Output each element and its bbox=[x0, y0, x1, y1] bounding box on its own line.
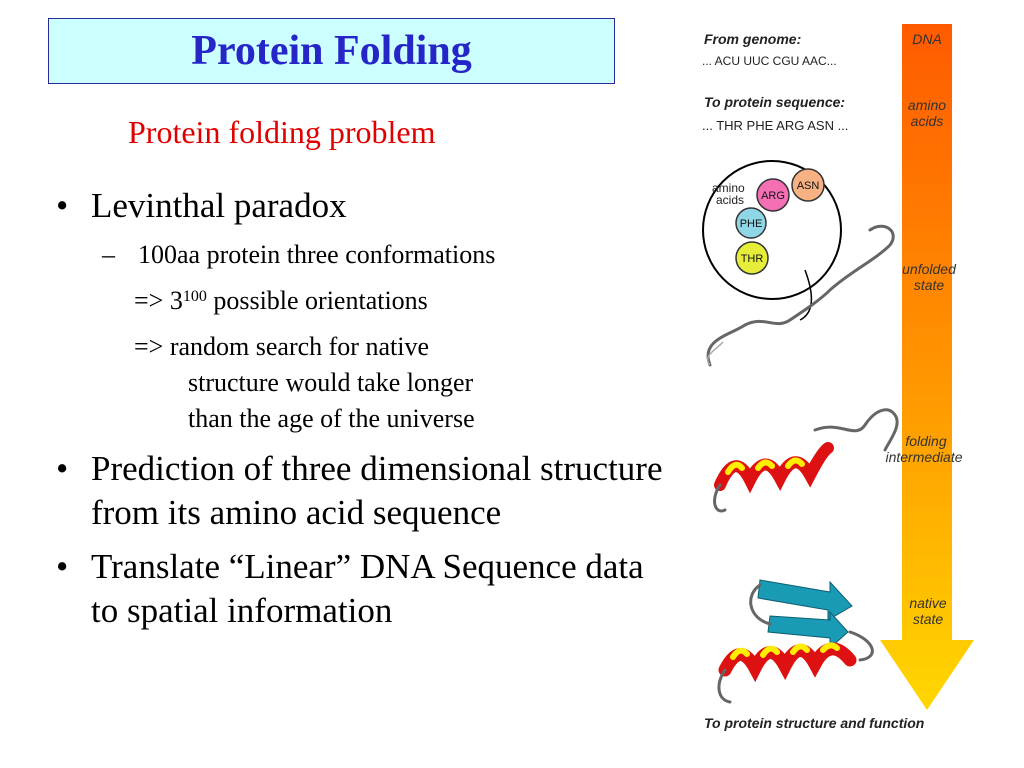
bullet-dot: • bbox=[56, 449, 69, 488]
bullet-translate: • Translate “Linear” DNA Sequence data t… bbox=[48, 545, 668, 633]
slide-subtitle: Protein folding problem bbox=[128, 114, 436, 150]
residue-thr bbox=[735, 241, 769, 275]
residue-phe bbox=[735, 207, 767, 239]
native-helix bbox=[718, 642, 857, 683]
native-label-2: state bbox=[913, 611, 944, 627]
protein-folding-figure: From genome: ... ACU UUC CGU AAC... To p… bbox=[702, 24, 974, 731]
search-line-1: => random search for native bbox=[134, 332, 429, 361]
residue-arg-label: ARG bbox=[761, 190, 785, 202]
amino-sequence: ... THR PHE ARG ASN ... bbox=[702, 118, 848, 133]
title-box: Protein Folding bbox=[48, 18, 615, 84]
native-beta-sheet bbox=[757, 579, 853, 650]
bullet-text: Translate “Linear” DNA Sequence data to … bbox=[91, 547, 644, 630]
orientations-prefix: => 3 bbox=[134, 286, 183, 315]
residue-asn bbox=[791, 168, 825, 202]
intermediate-loop bbox=[813, 408, 899, 452]
residue-arg bbox=[756, 178, 790, 212]
zoom-pointer bbox=[799, 269, 813, 321]
to-protein-sequence-label: To protein sequence: bbox=[704, 94, 845, 110]
unfolded-label-2: state bbox=[914, 277, 945, 293]
unfolded-chain bbox=[706, 224, 895, 367]
intermediate-label-2: intermediate bbox=[885, 449, 962, 465]
amino-acids-label-2: acids bbox=[911, 113, 944, 129]
bullet-text: Prediction of three dimensional structur… bbox=[91, 449, 663, 532]
native-label-1: native bbox=[909, 595, 947, 611]
sub-bullet-text: 100aa protein three conformations bbox=[138, 240, 496, 269]
bullet-list: • Levinthal paradox – 100aa protein thre… bbox=[48, 184, 668, 633]
residue-asn-label: ASN bbox=[797, 180, 820, 192]
residue-thr-label: THR bbox=[741, 253, 764, 265]
slide-title: Protein Folding bbox=[191, 28, 472, 74]
unfolded-label-1: unfolded bbox=[902, 261, 957, 277]
orientations-exponent: 100 bbox=[182, 288, 207, 305]
orientations-suffix: possible orientations bbox=[206, 286, 428, 315]
folding-arrow bbox=[880, 24, 974, 710]
to-structure-label: To protein structure and function bbox=[704, 715, 924, 731]
sub-bullet-conformations: – 100aa protein three conformations bbox=[48, 237, 668, 273]
circle-label-2: acids bbox=[716, 193, 744, 207]
bullet-dot: • bbox=[56, 547, 69, 586]
bullet-prediction: • Prediction of three dimensional struct… bbox=[48, 447, 668, 535]
residue-phe-label: PHE bbox=[740, 218, 763, 230]
bullet-text: Levinthal paradox bbox=[91, 186, 347, 225]
codon-sequence: ... ACU UUC CGU AAC... bbox=[702, 54, 837, 68]
search-line-2: structure would take longer bbox=[188, 368, 474, 397]
dna-label: DNA bbox=[912, 31, 942, 47]
line-random-search: => random search for native structure wo… bbox=[48, 329, 668, 437]
sub-bullet-dash: – bbox=[102, 240, 115, 269]
native-loop bbox=[749, 583, 874, 662]
line-orientations: => 3100 possible orientations bbox=[48, 283, 668, 319]
bullet-levinthal: • Levinthal paradox bbox=[48, 184, 668, 228]
bullet-dot: • bbox=[56, 186, 69, 225]
circle-label-1: amino bbox=[712, 181, 745, 195]
search-line-3: than the age of the universe bbox=[188, 404, 475, 433]
intermediate-helix bbox=[714, 442, 834, 494]
from-genome-label: From genome: bbox=[704, 31, 801, 47]
amino-acids-label-1: amino bbox=[908, 97, 946, 113]
intermediate-label-1: folding bbox=[905, 433, 946, 449]
